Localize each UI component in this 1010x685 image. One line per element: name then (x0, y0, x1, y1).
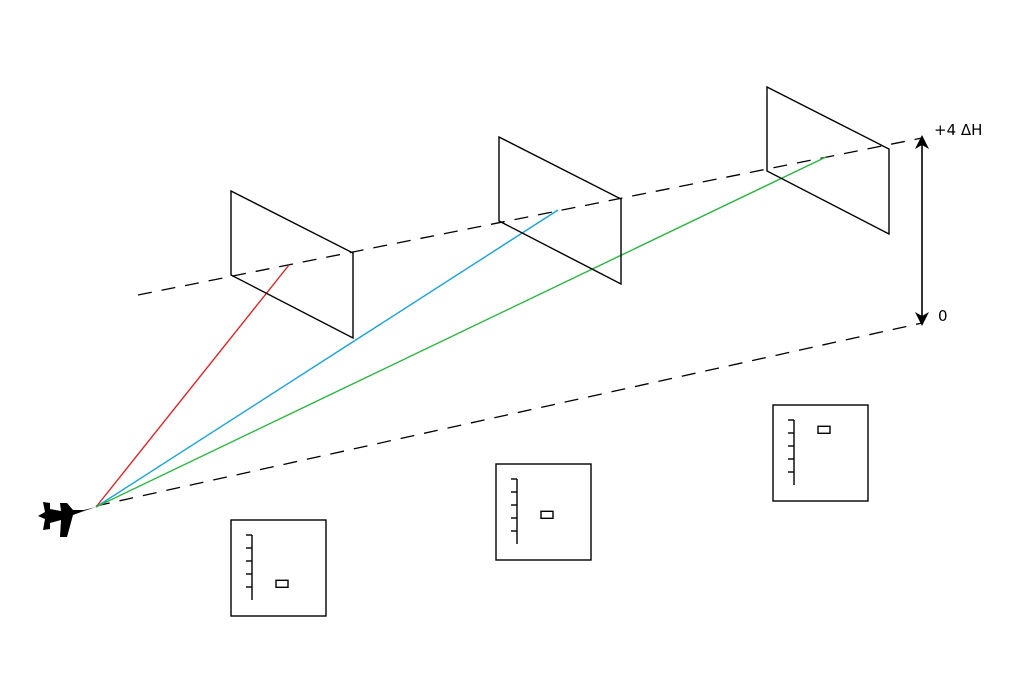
indicator-scale (788, 419, 795, 485)
arrowhead-down-icon (915, 312, 929, 326)
indicator-marker (817, 425, 831, 434)
indicator-mid (495, 463, 592, 561)
ray-far (95, 156, 827, 508)
gate-panel-mid (498, 135, 622, 286)
indicator-near (230, 519, 327, 617)
lower-dashed-line (95, 322, 923, 507)
indicator-scale (511, 478, 518, 544)
upper-dashed-line (137, 137, 923, 296)
indicator-marker (275, 579, 289, 588)
indicator-scale (246, 534, 253, 600)
gate-panel-near (230, 189, 354, 340)
indicator-marker (540, 510, 554, 519)
gate-panel-far (766, 85, 890, 236)
arrowhead-up-icon (915, 135, 929, 149)
ray-mid (95, 209, 559, 508)
jet-aircraft-icon (38, 502, 96, 537)
bottom-height-label: 0 (938, 307, 948, 325)
ray-near (95, 264, 290, 508)
indicator-far (772, 404, 869, 502)
top-height-label: +4 ΔH (934, 121, 982, 139)
